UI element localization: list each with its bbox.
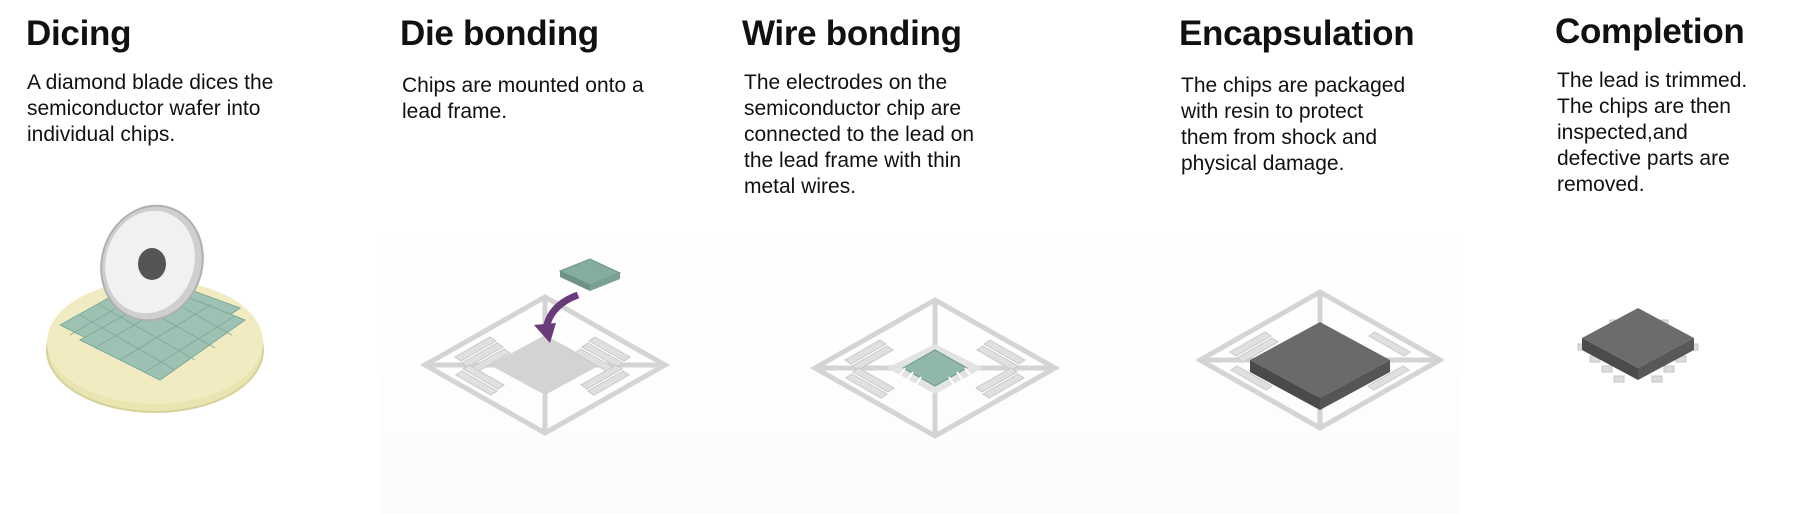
wire-bonding-illustration bbox=[809, 297, 1061, 439]
bond-wires bbox=[894, 367, 976, 391]
blade-hub bbox=[138, 248, 166, 280]
step-title: Encapsulation bbox=[1179, 14, 1415, 53]
diamond-blade bbox=[100, 204, 204, 322]
step-title: Dicing bbox=[26, 14, 132, 53]
finished-chip-illustration bbox=[1577, 308, 1699, 383]
encapsulation-illustration bbox=[1194, 289, 1446, 431]
step-description: Chips are mounted onto a lead frame. bbox=[402, 74, 644, 123]
packaged-chip bbox=[1582, 308, 1694, 380]
step-encapsulation: Encapsulation The chips are packaged wit… bbox=[1080, 0, 1460, 514]
die-grid bbox=[58, 274, 247, 381]
dicing-illustration bbox=[46, 204, 264, 413]
step-description: The lead is trimmed. The chips are then … bbox=[1557, 69, 1748, 196]
step-title: Die bonding bbox=[400, 14, 599, 53]
step-title: Wire bonding bbox=[742, 14, 962, 53]
step-die-bonding: Die bonding Chips are mounted onto a lea… bbox=[380, 0, 700, 514]
step-description: The chips are packaged with resin to pro… bbox=[1181, 74, 1406, 175]
leads bbox=[454, 336, 631, 396]
resin-package bbox=[1250, 322, 1390, 410]
die-bonding-illustration bbox=[419, 258, 671, 436]
die-pad bbox=[490, 335, 600, 395]
chip bbox=[901, 349, 969, 387]
step-completion: Completion The lead is trimmed. The chip… bbox=[1460, 0, 1800, 514]
step-dicing: Dicing A diamond blade dices the semicon… bbox=[0, 0, 380, 514]
step-wire-bonding: Wire bonding The electrodes on the semic… bbox=[700, 0, 1080, 514]
step-description: The electrodes on the semiconductor chip… bbox=[744, 71, 975, 198]
step-description: A diamond blade dices the semiconductor … bbox=[27, 71, 274, 146]
step-title: Completion bbox=[1555, 12, 1745, 51]
